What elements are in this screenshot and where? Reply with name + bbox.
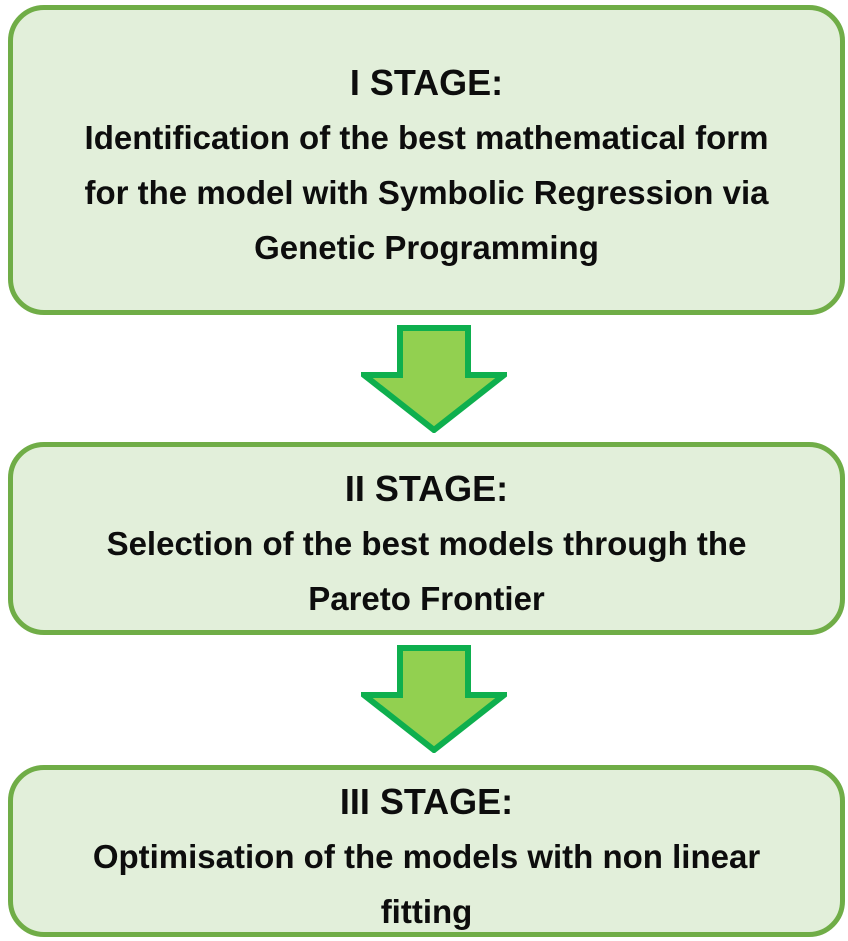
down-arrow-icon bbox=[361, 325, 507, 433]
stage-2-heading: II STAGE: bbox=[344, 468, 509, 509]
stage-1-heading: I STAGE: bbox=[349, 62, 504, 103]
stage-1-line-2: for the model with Symbolic Regression v… bbox=[84, 174, 769, 211]
stage-3-box: III STAGE: Optimisation of the models wi… bbox=[8, 765, 845, 937]
stage-1-line-1: Identification of the best mathematical … bbox=[84, 119, 769, 156]
stage-1-line-3: Genetic Programming bbox=[254, 229, 599, 266]
stage-1-box: I STAGE: Identification of the best math… bbox=[8, 5, 845, 315]
stage-3-line-2: fitting bbox=[380, 892, 473, 930]
stage-2-line-2: Pareto Frontier bbox=[308, 580, 545, 617]
stage-3-line-1: Optimisation of the models with non line… bbox=[92, 837, 761, 875]
stage-2-line-1: Selection of the best models through the bbox=[106, 525, 747, 562]
down-arrow-icon bbox=[361, 645, 507, 753]
stage-2-box: II STAGE: Selection of the best models t… bbox=[8, 442, 845, 635]
stage-3-heading: III STAGE: bbox=[339, 780, 514, 822]
